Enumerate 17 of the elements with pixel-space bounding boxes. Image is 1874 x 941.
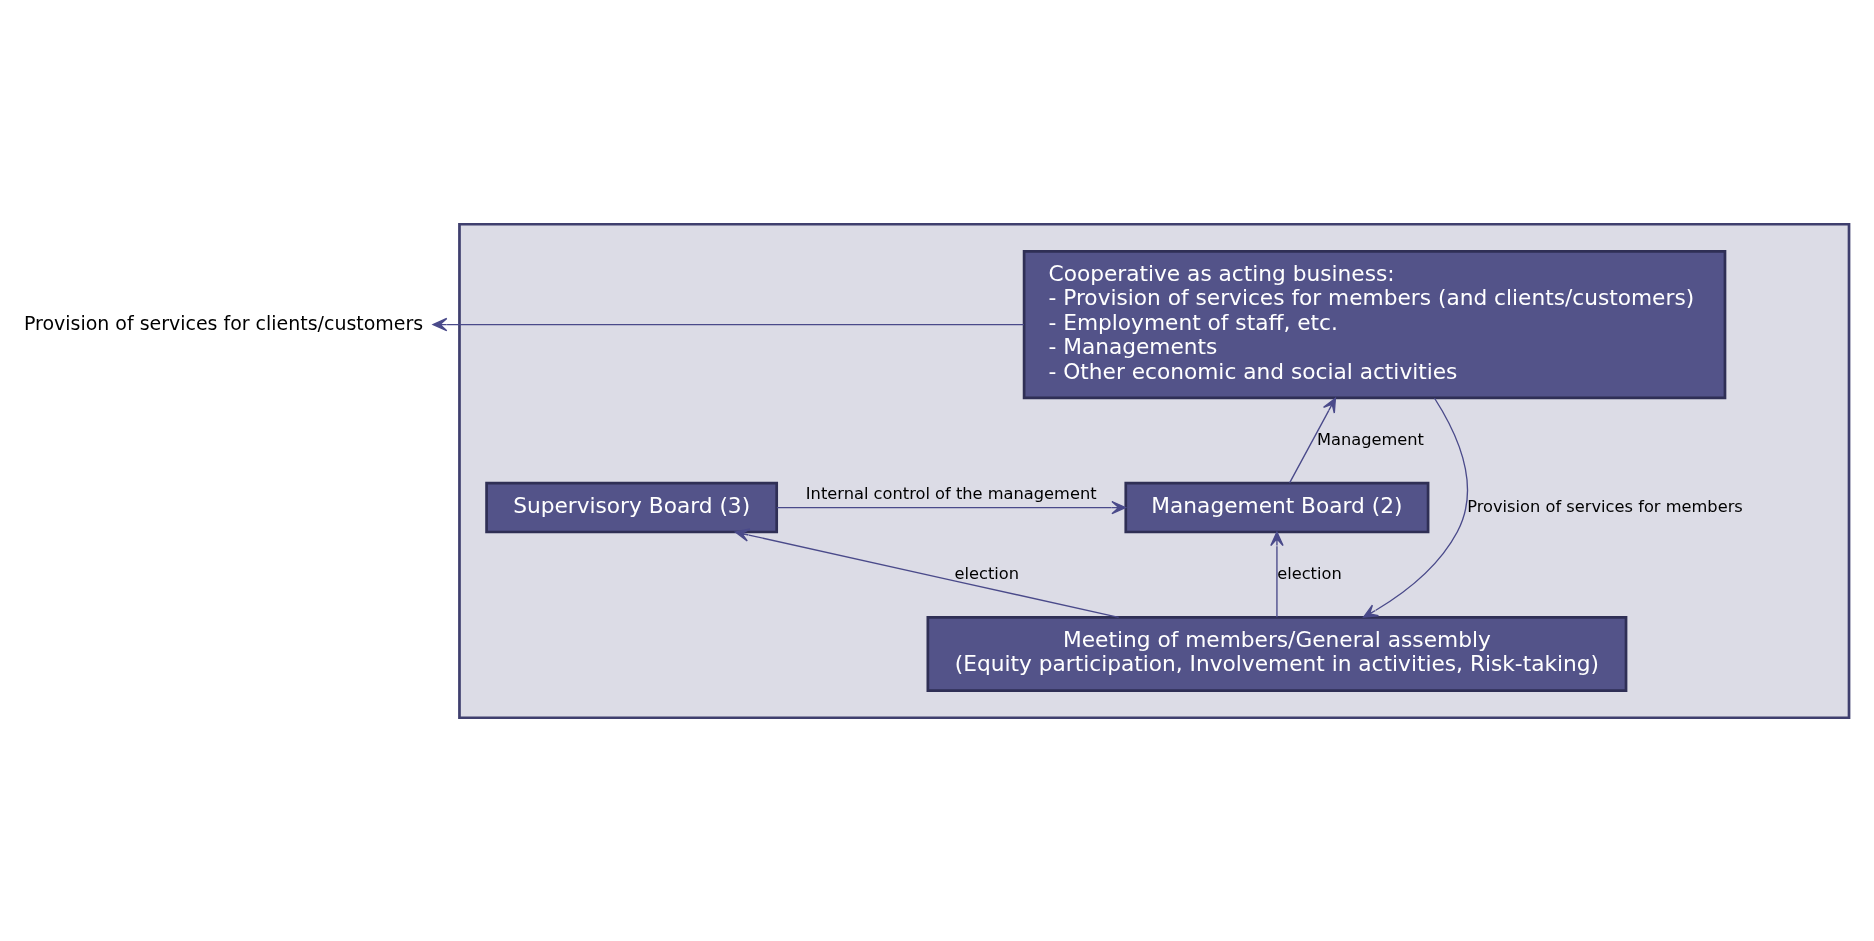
node-box: Meeting of members/General assembly (Equity participation, Involvement in activities, Risk-taking)	[926, 615, 1628, 692]
edge-label: election	[954, 563, 1020, 583]
node-text: Provision of services for clients/customers	[23, 311, 424, 334]
arrow	[1362, 397, 1468, 618]
node-box: Cooperative as acting business: - Provision of services for members (and clients/customers) - Employment of staff, etc. - Managements - Other economic and social activities	[1022, 249, 1727, 399]
arrow	[432, 317, 1025, 331]
node-box: Management Board (2)	[1124, 481, 1430, 533]
edge-label: Management	[1316, 429, 1424, 449]
arrow	[776, 500, 1127, 514]
edge-label: election	[1277, 563, 1342, 583]
cluster	[458, 222, 1851, 719]
arrow	[734, 527, 1120, 618]
arrow	[1288, 397, 1337, 484]
edge-label: Provision of services for members	[1467, 496, 1743, 516]
arrow	[1270, 530, 1284, 618]
node-box: Supervisory Board (3)	[485, 481, 779, 533]
edge-label: Internal control of the management	[805, 483, 1097, 503]
